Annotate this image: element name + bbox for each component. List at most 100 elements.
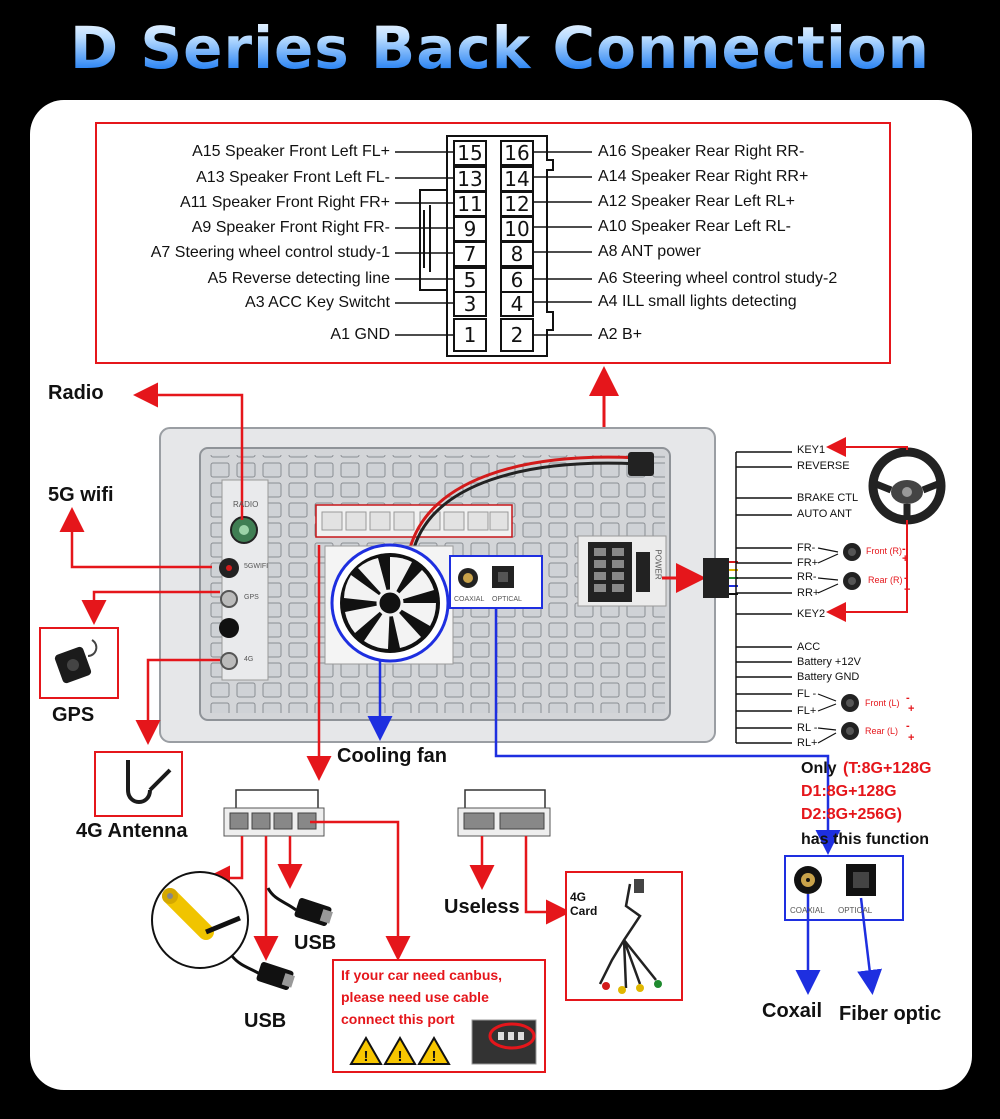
useless-label: Useless bbox=[444, 896, 520, 918]
harness-label: A6 Steering wheel control study-2 bbox=[598, 270, 838, 287]
pin-12: 12 bbox=[500, 191, 534, 217]
wire-auto-ant: AUTO ANT bbox=[797, 508, 852, 520]
harness-leaders-left bbox=[395, 151, 455, 336]
harness-label: A7 Steering wheel control study-1 bbox=[150, 244, 390, 261]
only-note-prefix: Only bbox=[801, 760, 837, 777]
pin-5: 5 bbox=[453, 267, 487, 293]
wire-fr-plus: FR+ bbox=[797, 557, 819, 569]
harness-label: A15 Speaker Front Left FL+ bbox=[192, 143, 390, 160]
harness-label: A3 ACC Key Switcht bbox=[245, 294, 390, 311]
warning-icon: ! ! ! bbox=[349, 1035, 451, 1065]
pin-16: 16 bbox=[500, 140, 534, 166]
wire-reverse: REVERSE bbox=[797, 460, 850, 472]
wire-rl-plus: RL+ bbox=[797, 737, 818, 749]
polarity-plus: + bbox=[908, 732, 915, 744]
power-port-label: POWER bbox=[653, 549, 663, 580]
canbus-note-line3: connect this port bbox=[341, 1011, 455, 1027]
harness-leaders-right bbox=[530, 151, 592, 336]
harness-label: A1 GND bbox=[330, 326, 390, 343]
radio-label: Radio bbox=[48, 382, 104, 404]
harness-connector bbox=[419, 135, 554, 357]
wire-rl-minus: RL - bbox=[797, 722, 818, 734]
harness-label: A13 Speaker Front Left FL- bbox=[196, 169, 390, 186]
rca-connector-icon bbox=[162, 888, 241, 940]
wire-rr-minus: RR- bbox=[797, 571, 817, 583]
wire-rr-plus: RR+ bbox=[797, 587, 820, 599]
wifi-port-label: 5GWIFI bbox=[244, 563, 269, 570]
pin-9: 9 bbox=[453, 216, 487, 242]
wire-battery-gnd: Battery GND bbox=[797, 671, 860, 683]
usb-label: USB bbox=[294, 932, 337, 954]
pin-13: 13 bbox=[453, 166, 487, 192]
polarity-minus: - bbox=[906, 692, 910, 704]
harness-frame bbox=[95, 122, 891, 364]
pin-2: 2 bbox=[500, 318, 534, 352]
card-label: 4G Card bbox=[570, 890, 598, 918]
coaxial-port-label: COAXIAL bbox=[454, 596, 485, 603]
polarity-minus: - bbox=[906, 720, 910, 732]
optical-port-label: OPTICAL bbox=[492, 596, 522, 603]
only-note-d1: D1:8G+128G bbox=[801, 783, 897, 800]
pin-10: 10 bbox=[500, 216, 534, 242]
gps-port-label: GPS bbox=[244, 594, 259, 601]
g4-port-label: 4G bbox=[244, 656, 254, 663]
polarity-plus: + bbox=[902, 553, 909, 565]
coaxial-label: Coxail bbox=[762, 1000, 823, 1022]
pin-7: 7 bbox=[453, 241, 487, 267]
harness-label: A14 Speaker Rear Right RR+ bbox=[598, 168, 809, 185]
polarity-minus: - bbox=[904, 572, 908, 584]
pin-4: 4 bbox=[500, 291, 534, 317]
harness-label: A8 ANT power bbox=[598, 243, 701, 260]
svg-text:!: ! bbox=[432, 1048, 437, 1065]
page-title: D Series Back Connection bbox=[0, 14, 1000, 82]
steering-wheel-icon bbox=[868, 447, 946, 525]
polarity-plus: + bbox=[908, 703, 915, 715]
usb-cable-icon bbox=[266, 887, 333, 926]
usb-label: USB bbox=[244, 1010, 287, 1032]
wire-fr-minus: FR- bbox=[797, 542, 816, 554]
wire-battery-12v: Battery +12V bbox=[797, 656, 861, 668]
pin-8: 8 bbox=[500, 241, 534, 267]
speaker-rear-l-label: Rear (L) bbox=[865, 726, 899, 736]
harness-label: A10 Speaker Rear Left RL- bbox=[598, 218, 791, 235]
cooling-fan-label: Cooling fan bbox=[337, 745, 447, 767]
speaker-front-l-label: Front (L) bbox=[865, 698, 900, 708]
optical-module-label: OPTICAL bbox=[838, 906, 873, 915]
antenna-frame bbox=[94, 751, 183, 817]
wire-fl-minus: FL - bbox=[797, 688, 817, 700]
card-frame bbox=[565, 871, 683, 1001]
wire-key2: KEY2 bbox=[797, 608, 826, 620]
canbus-note-line1: If your car need canbus, bbox=[341, 967, 503, 983]
harness-label: A9 Speaker Front Right FR- bbox=[191, 219, 390, 236]
speaker-icon bbox=[841, 543, 861, 740]
svg-text:!: ! bbox=[398, 1048, 403, 1065]
gps-label: GPS bbox=[52, 704, 95, 726]
usb-cable-icon bbox=[230, 955, 295, 990]
only-note-d2: D2:8G+256G) bbox=[801, 806, 902, 823]
svg-text:!: ! bbox=[364, 1048, 369, 1065]
wifi-label: 5G wifi bbox=[48, 484, 114, 506]
pin-6: 6 bbox=[500, 267, 534, 293]
speaker-rear-r-label: Rear (R) bbox=[868, 575, 903, 585]
harness-label: A16 Speaker Rear Right RR- bbox=[598, 143, 805, 160]
wire-key1: KEY1 bbox=[797, 444, 826, 456]
coaxial-module-label: COAXIAL bbox=[790, 906, 825, 915]
wire-acc: ACC bbox=[797, 641, 821, 653]
pin-15: 15 bbox=[453, 140, 487, 166]
pin-1: 1 bbox=[453, 318, 487, 352]
card-cable-icon bbox=[598, 883, 657, 989]
pin-14: 14 bbox=[500, 166, 534, 192]
harness-label: A2 B+ bbox=[598, 326, 643, 343]
polarity-minus: - bbox=[902, 543, 906, 555]
wire-brake: BRAKE CTL bbox=[797, 492, 859, 504]
gps-antenna-icon bbox=[54, 639, 98, 684]
antenna-4g-icon bbox=[126, 760, 172, 804]
antenna-label: 4G Antenna bbox=[76, 820, 188, 842]
harness-label: A4 ILL small lights detecting bbox=[598, 293, 797, 310]
pin-11: 11 bbox=[453, 191, 487, 217]
cooling-fan-graphic bbox=[340, 553, 440, 653]
harness-label: A11 Speaker Front Right FR+ bbox=[179, 194, 390, 211]
pin-3: 3 bbox=[453, 291, 487, 317]
only-note-suffix: has this function bbox=[801, 831, 929, 848]
canbus-note-line2: please need use cable bbox=[341, 989, 489, 1005]
